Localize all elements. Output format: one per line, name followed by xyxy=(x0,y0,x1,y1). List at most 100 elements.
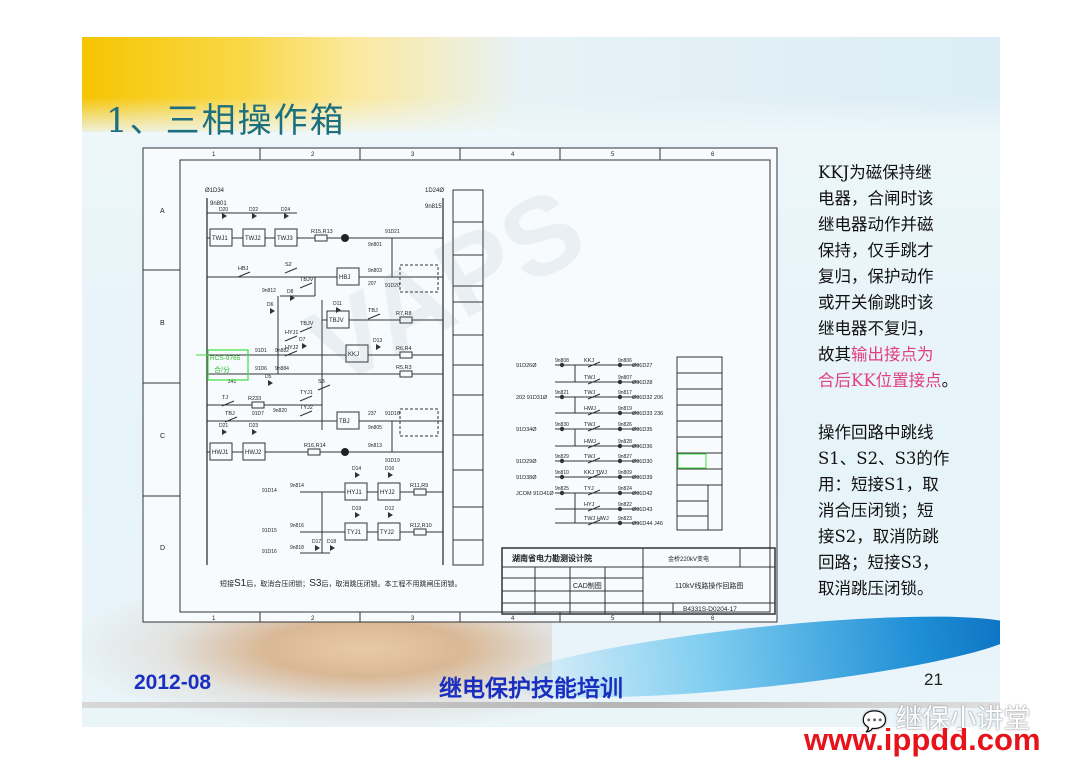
contact-label: TBJ xyxy=(225,411,235,417)
diode-symbol xyxy=(336,307,341,313)
relay-coil-box xyxy=(344,522,368,541)
diode-label: D18 xyxy=(327,539,336,545)
contact-label: S2 xyxy=(285,262,292,268)
contact-symbol xyxy=(587,489,601,496)
text-line: 接S2，取消防跳 xyxy=(818,527,939,546)
relay-coil-box xyxy=(345,344,369,363)
bottom-note: 短接S1后，取消合压闭锁；S3后，取消跳压闭锁。本工程不用跳闸压闭锁。 xyxy=(220,578,461,589)
terminal-label: Ø91D39 xyxy=(632,475,653,481)
contact-symbol xyxy=(299,326,313,333)
terminal-node xyxy=(617,520,623,526)
contact-label: HYJ2 xyxy=(285,345,298,351)
node-label: 91D19 xyxy=(385,458,400,464)
terminal-label: 91D38Ø xyxy=(516,475,537,481)
relay-label: HWJ2 xyxy=(245,450,262,456)
resistor-label: R12,R10 xyxy=(410,523,432,529)
diode-symbol xyxy=(268,380,273,386)
terminal-node xyxy=(617,426,623,432)
highlight-text: 合后KK位置接点 xyxy=(818,371,942,390)
text-line: 或开关偷跳时该 xyxy=(818,293,934,312)
green-highlight-box xyxy=(207,349,249,381)
node-label: 9n801 xyxy=(368,242,382,248)
terminal-label: Ø91D32 206 xyxy=(632,395,663,401)
terminal-node xyxy=(617,394,623,400)
terminal-label: 91D29Ø xyxy=(516,459,537,465)
contact-label: TWJ xyxy=(584,390,596,396)
contact-label: TJ xyxy=(222,395,228,401)
text-line: 复归，保护动作 xyxy=(818,267,934,286)
header-fade xyxy=(82,97,1000,137)
relay-coil-box xyxy=(336,267,360,286)
contact-symbol xyxy=(587,519,601,526)
resistor-label: R233 xyxy=(248,396,261,402)
terminal-label: 202 91D31Ø xyxy=(516,395,548,401)
node-label: 9n882 xyxy=(275,348,289,354)
node-label: 237 xyxy=(368,411,377,417)
terminal-node xyxy=(559,474,565,480)
diode-symbol xyxy=(252,429,257,435)
text-line: 用：短接S1，取 xyxy=(818,475,939,494)
node-label: 91D18 xyxy=(385,411,400,417)
footer-date: 2012-08 xyxy=(134,671,212,694)
contact-symbol xyxy=(587,442,601,449)
column-number: 4 xyxy=(511,152,515,158)
resistor-symbol xyxy=(399,351,413,359)
terminal-label: Ø91D28 xyxy=(632,380,653,386)
relay-label: HBJ xyxy=(339,275,350,281)
terminal-label: JCOM 91D41Ø xyxy=(516,491,554,497)
diode-symbol xyxy=(284,213,289,219)
text-line: 取消跳压闭锁。 xyxy=(818,579,934,598)
relay-label: HYJ1 xyxy=(347,490,362,496)
terminal-label: Ø91D36 xyxy=(632,444,653,450)
node-label: 9n810 xyxy=(555,470,569,476)
diode-label: D16 xyxy=(385,466,394,472)
terminal-label: 9n815 xyxy=(425,204,442,210)
terminal-node xyxy=(617,490,623,496)
relay-label: TWJ2 xyxy=(245,236,261,242)
diode-label: D13 xyxy=(373,338,382,344)
contact-symbol xyxy=(237,271,251,278)
diode-label: D6 xyxy=(267,302,274,308)
terminal-node xyxy=(617,443,623,449)
contact-symbol xyxy=(587,473,601,480)
node-label: 9n884 xyxy=(275,366,289,372)
contact-label: HWJ xyxy=(584,439,596,445)
node-label: 91D14 xyxy=(262,488,277,494)
contact-symbol xyxy=(317,384,331,391)
node-label: 9n808 xyxy=(555,358,569,364)
node-label: 9n819 xyxy=(618,406,632,412)
title-block-project: 金桥220kV变电 xyxy=(668,555,709,563)
wechat-icon: 💬 xyxy=(862,709,887,733)
node-label: 9n828 xyxy=(618,439,632,445)
contact-symbol xyxy=(299,410,313,417)
column-number: 3 xyxy=(411,616,415,622)
node-label: 91D15 xyxy=(262,528,277,534)
title-block-org: 湖南省电力勘测设计院 xyxy=(512,553,592,563)
column-number: 6 xyxy=(711,616,715,622)
node-label: 91D1 xyxy=(255,348,267,354)
terminal-label: 91D34Ø xyxy=(516,427,537,433)
row-letter: C xyxy=(160,433,165,440)
row-letter: A xyxy=(160,208,165,215)
column-number: 5 xyxy=(611,152,615,158)
node-label: 9n817 xyxy=(618,390,632,396)
contact-symbol xyxy=(587,361,601,368)
footer-divider xyxy=(82,702,1000,708)
column-number: 2 xyxy=(311,152,315,158)
resistor-symbol xyxy=(413,488,427,496)
diode-label: D20 xyxy=(219,207,228,213)
diode-label: D23 xyxy=(249,423,258,429)
text: 。 xyxy=(941,371,959,390)
diode-symbol xyxy=(330,545,335,551)
diode-symbol xyxy=(270,308,275,314)
column-number: 1 xyxy=(212,152,216,158)
relay-coil-box xyxy=(242,442,266,461)
relay-label: HYJ2 xyxy=(380,490,395,496)
diode-label: D22 xyxy=(249,207,258,213)
diode-symbol xyxy=(315,545,320,551)
relay-coil-box xyxy=(242,228,266,247)
node-label: 9n830 xyxy=(555,422,569,428)
relay-coil-box xyxy=(336,411,360,430)
